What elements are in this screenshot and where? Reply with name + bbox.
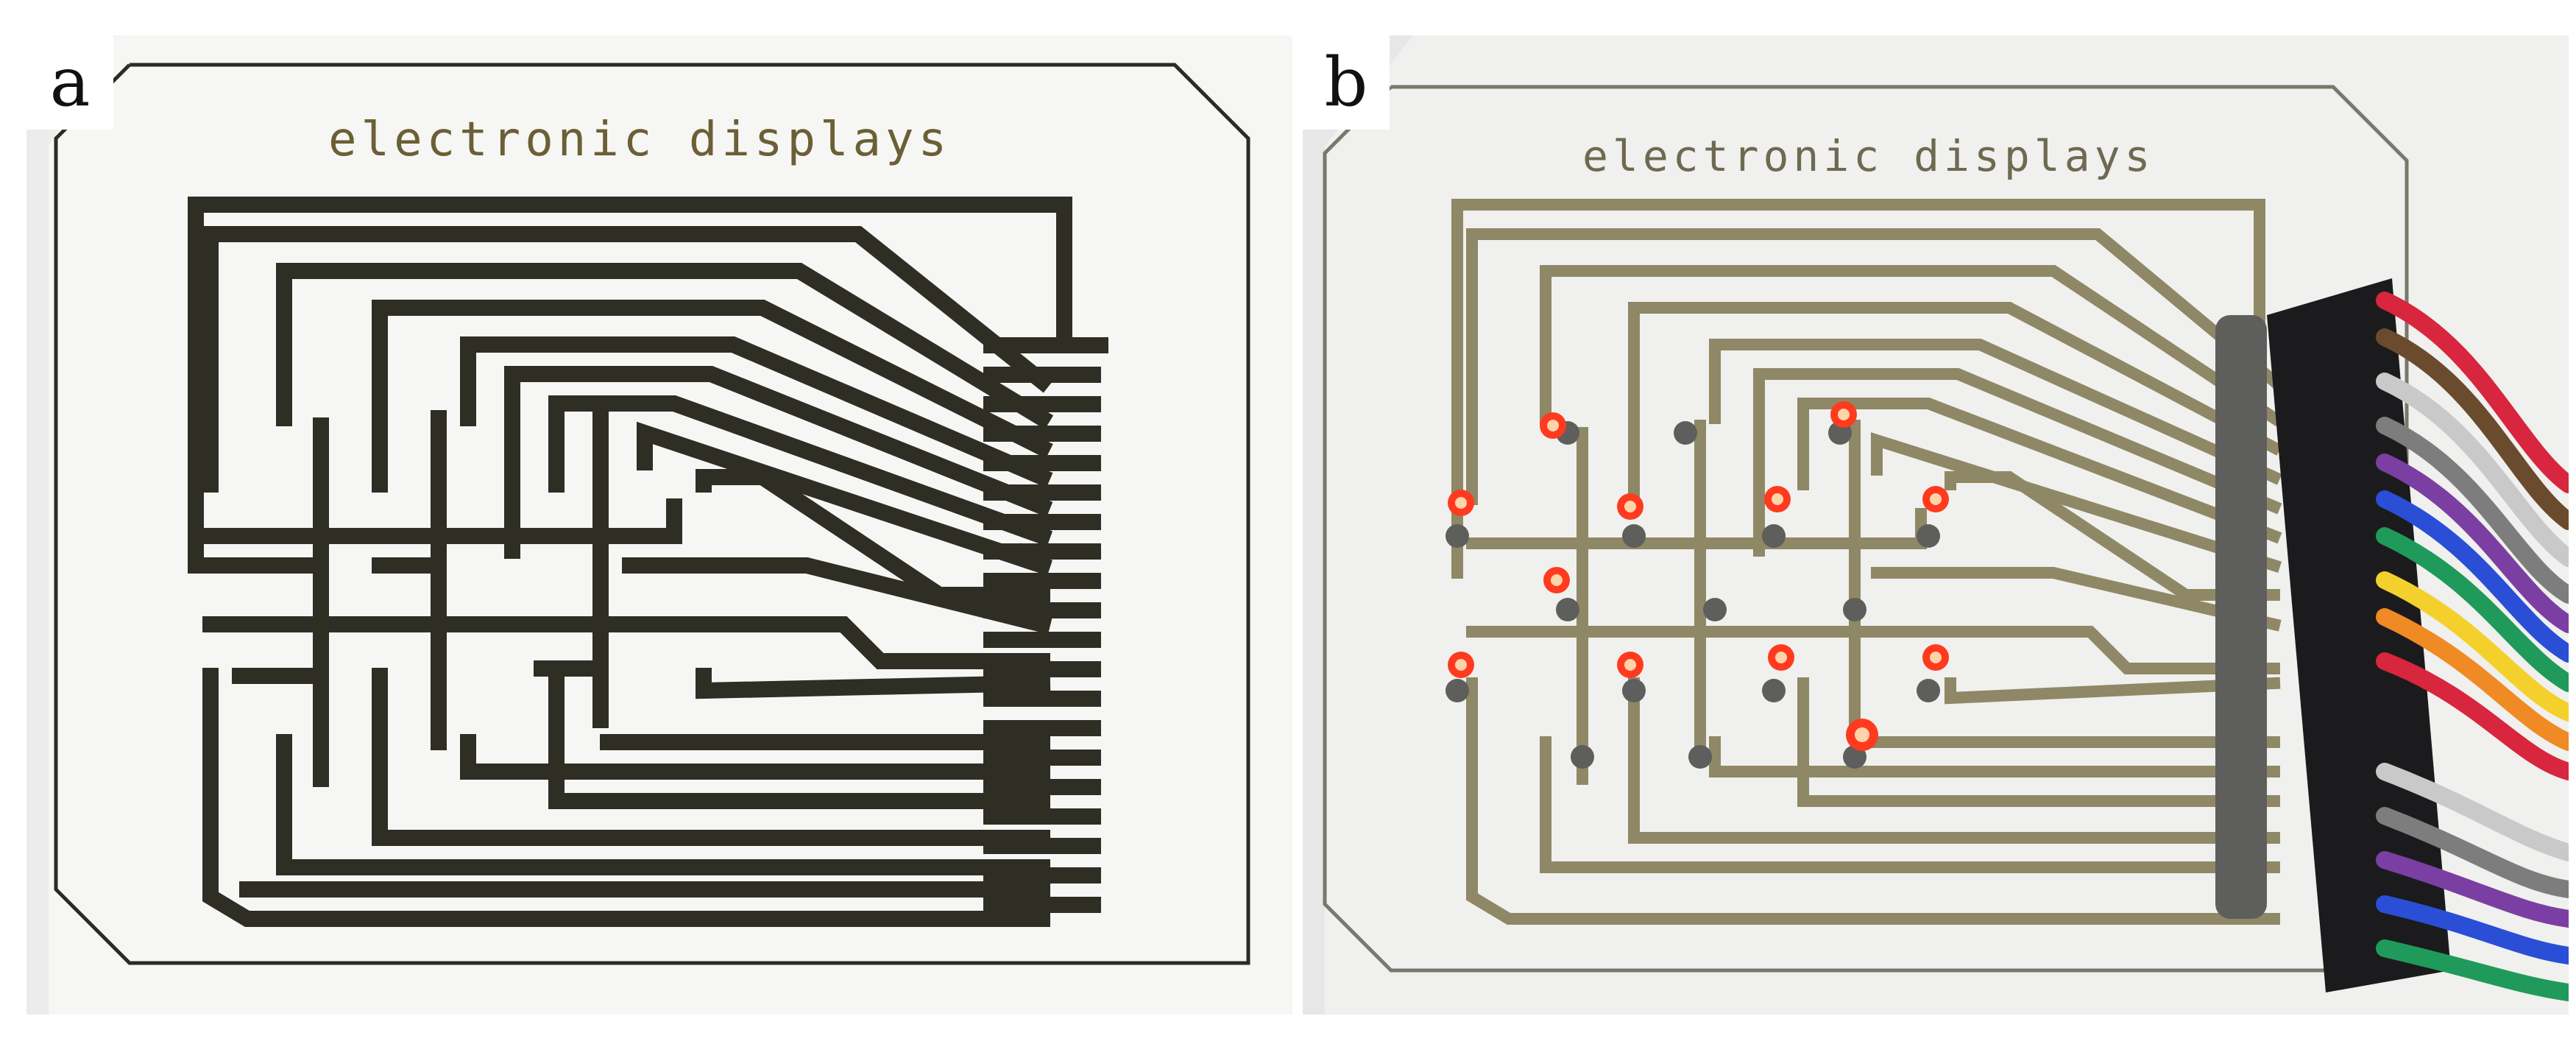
- panel-label-b: b: [1303, 35, 1390, 130]
- printed-circuit-board-a: [49, 35, 1292, 1015]
- ribbon-connector-b: [2267, 278, 2569, 1001]
- board-title-a: electronic displays: [328, 113, 952, 167]
- photo-panel-b: electronic displays b: [1303, 35, 2569, 1015]
- circuit-traces-a: [188, 197, 1072, 927]
- connector-pads-a: [983, 337, 1108, 913]
- printed-circuit-board-b: [1323, 35, 2569, 1015]
- circuit-traces-b: [1451, 199, 2283, 925]
- solder-blobs-b: [1446, 315, 2267, 919]
- board-title-b: electronic displays: [1582, 131, 2155, 181]
- panel-label-a: a: [26, 35, 113, 130]
- photo-panel-a: electronic displays a: [26, 35, 1292, 1015]
- lit-leds-b: [1448, 401, 1949, 751]
